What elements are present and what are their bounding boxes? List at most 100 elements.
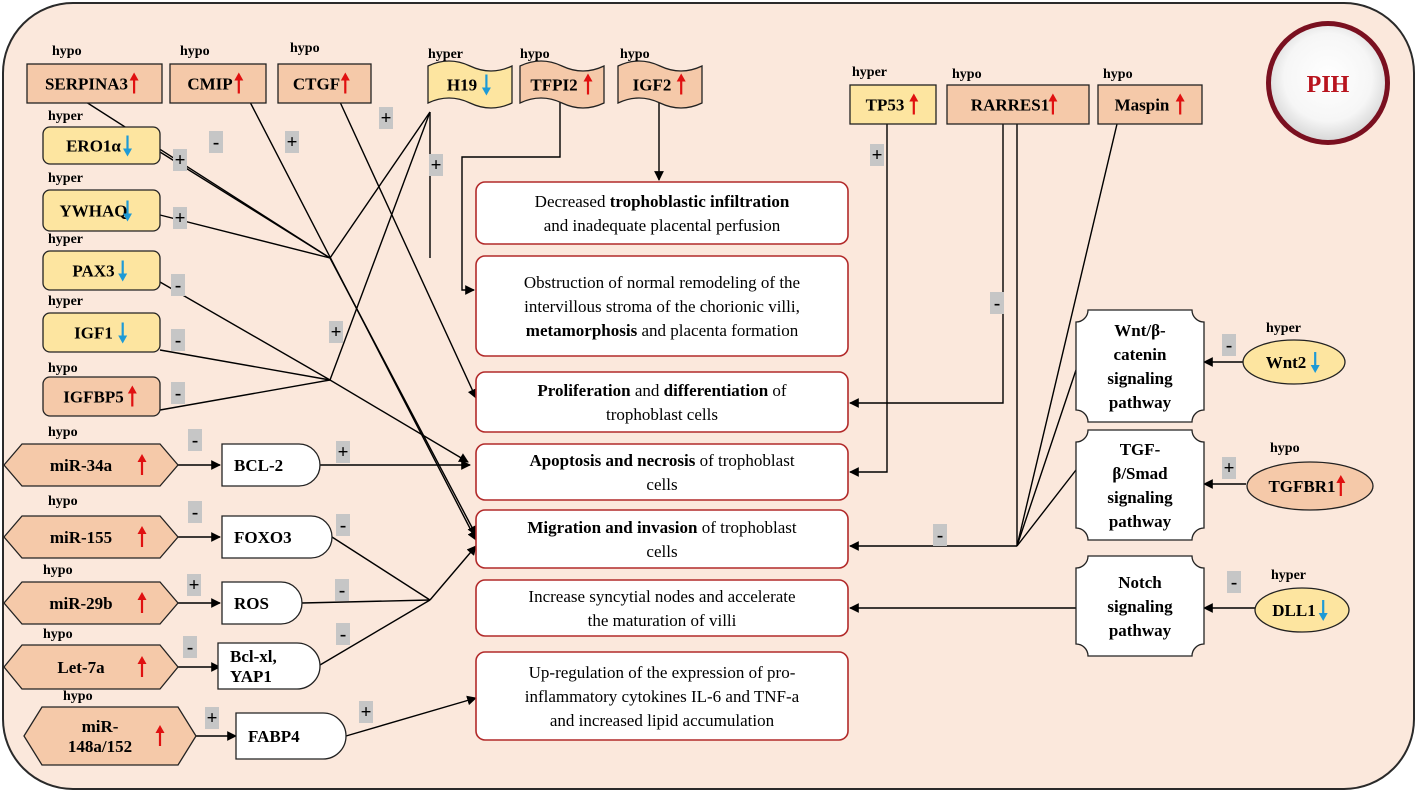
svg-text:-: -: [187, 637, 193, 658]
outcome-cytokines: Up-regulation of the expression of pro-i…: [475, 651, 849, 741]
methylation-label: hyper: [1271, 568, 1306, 583]
methylation-label: hypo: [180, 44, 210, 59]
pathway-label: Wnt/β-: [1114, 321, 1166, 340]
outcome-text-line: cells: [646, 475, 677, 494]
outcome-text-line: Decreased trophoblastic infiltration: [535, 192, 790, 211]
svg-text:-: -: [1231, 572, 1237, 593]
svg-text:-: -: [339, 580, 345, 601]
target-label: FOXO3: [234, 528, 292, 547]
igfbp5-line: [159, 379, 331, 411]
expression-down-arrow-icon: [123, 200, 132, 222]
methylation-label: hyper: [48, 109, 83, 124]
methylation-label: hypo: [48, 361, 78, 376]
mirna-label: miR-29b: [49, 594, 112, 613]
mirna-label: miR-155: [50, 528, 112, 547]
expression-up-arrow-icon: [137, 454, 147, 475]
expression-down-arrow-icon: [1310, 352, 1320, 373]
rarres1-to-proliferation: [849, 124, 1004, 408]
expression-down-arrow-icon: [118, 260, 128, 282]
svg-text:+: +: [361, 702, 372, 723]
methylation-label: hypo: [520, 47, 550, 62]
target-ros: ROS: [221, 581, 303, 625]
methylation-label: hypo: [52, 44, 82, 59]
expression-up-arrow-icon: [340, 72, 350, 94]
sign-serpina3: -: [209, 131, 223, 153]
sign-mir148a-target: +: [359, 701, 373, 723]
pih-badge: PIH: [1266, 21, 1390, 145]
expression-up-arrow-icon: [583, 73, 593, 95]
svg-text:+: +: [338, 442, 349, 463]
cluster-h19-line: [329, 111, 431, 259]
sign-ctgf: +: [379, 107, 393, 129]
svg-text:-: -: [213, 132, 219, 153]
pathway-label: β/Smad: [1112, 464, 1168, 483]
methylation-label: hypo: [63, 689, 93, 704]
outcome-apoptosis: Apoptosis and necrosis of trophoblastcel…: [475, 443, 849, 501]
gene-label: Wnt2: [1266, 353, 1307, 372]
target-fabp4: FABP4: [235, 712, 347, 760]
expression-up-arrow-icon: [1175, 93, 1185, 115]
mirna-label: miR-: [82, 717, 119, 736]
expression-up-arrow-icon: [137, 526, 147, 547]
methylation-label: hypo: [48, 494, 78, 509]
maspin-line: [1016, 123, 1118, 547]
svg-text:+: +: [431, 155, 442, 176]
gene-label: ERO1α: [66, 137, 121, 156]
hub-to-migration: [429, 545, 477, 601]
target-bclxl-yap1: Bcl-xl,YAP1: [217, 642, 321, 690]
pathway-label: signaling: [1107, 597, 1173, 616]
expression-up-arrow-icon: [155, 725, 165, 746]
outcome-text-line: cells: [646, 542, 677, 561]
outcome-text-line: the maturation of villi: [588, 611, 737, 630]
pathway-label: Notch: [1118, 573, 1162, 592]
expression-up-arrow-icon: [137, 656, 147, 677]
sign-ero1a: +: [173, 149, 187, 171]
target-bcl2: BCL-2: [221, 443, 321, 487]
mirna-label: Let-7a: [57, 658, 105, 677]
expression-up-arrow-icon: [127, 385, 137, 407]
outcome-text-line: and increased lipid accumulation: [550, 711, 775, 730]
sign-igf1: -: [171, 329, 185, 351]
cluster-b-to-apoptosis: [329, 379, 469, 463]
expression-up-arrow-icon: [676, 73, 686, 95]
gene-label: RARRES1: [971, 96, 1049, 115]
gene-label: TP53: [866, 96, 905, 115]
pathway-label: pathway: [1109, 512, 1172, 531]
sign-rarres1-migration: -: [933, 524, 947, 546]
svg-text:-: -: [192, 502, 198, 523]
pathway-label: signaling: [1107, 488, 1173, 507]
node-layer: hypoSERPINA3hypoCMIPhypoCTGFhyperH19hypo…: [3, 41, 1374, 766]
outcome-text-line: and inadequate placental perfusion: [544, 216, 781, 235]
bclxl-to-hub: [319, 599, 431, 666]
expression-up-arrow-icon: [1048, 93, 1058, 115]
gene-label: YWHAQ: [60, 202, 128, 221]
outcome-text-line: Increase syncytial nodes and accelerate: [528, 587, 795, 606]
svg-text:+: +: [175, 150, 186, 171]
cluster-b-h19-line: [329, 111, 431, 381]
tfpi2-to-remodeling: [461, 102, 561, 295]
gene-label: PAX3: [72, 262, 114, 281]
sign-let7a-target: -: [336, 623, 350, 645]
cmip-to-migration: [249, 101, 477, 541]
ywhaq-line: [159, 214, 331, 259]
pathway-label: catenin: [1114, 345, 1167, 364]
expression-down-arrow-icon: [1318, 600, 1328, 621]
outcome-text-line: Proliferation and differentiation of: [537, 381, 786, 400]
sign-tp53: +: [870, 144, 884, 166]
outcome-remodeling: Obstruction of normal remodeling of thei…: [475, 255, 849, 357]
svg-text:-: -: [192, 430, 198, 451]
gene-label: IGF2: [633, 76, 672, 95]
pathway-label: signaling: [1107, 369, 1173, 388]
target-label: YAP1: [230, 667, 272, 686]
methylation-label: hypo: [290, 41, 320, 56]
wnt-line: [1016, 369, 1077, 547]
